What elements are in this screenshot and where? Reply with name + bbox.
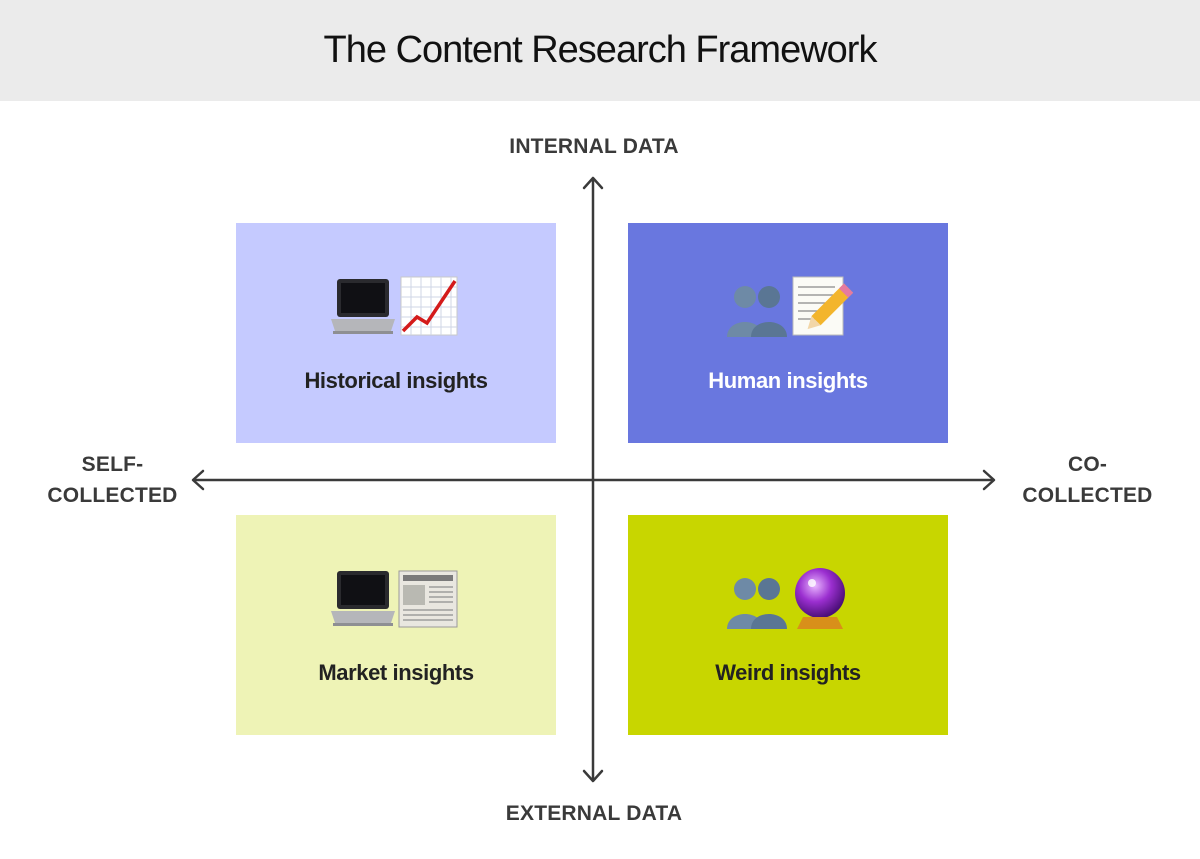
- quadrant-human-insights: Human insights: [628, 223, 948, 443]
- laptop-icon: [331, 571, 395, 626]
- axis-label-self-collected: SELF- COLLECTED: [47, 453, 178, 507]
- arrow-down-icon: [582, 769, 604, 783]
- header-bar: The Content Research Framework: [0, 0, 1200, 101]
- quadrant-icons: [331, 565, 461, 633]
- quadrant-market-insights: Market insights: [236, 515, 556, 735]
- chart-increasing-icon: [400, 276, 458, 336]
- axis-label-co-collected: CO- COLLECTED: [1022, 453, 1153, 507]
- quadrant-historical-insights: Historical insights: [236, 223, 556, 443]
- quadrant-weird-insights: Weird insights: [628, 515, 948, 735]
- page-title: The Content Research Framework: [323, 29, 878, 71]
- people-silhouette-icon: [727, 578, 787, 629]
- laptop-icon: [331, 279, 395, 334]
- arrow-up-icon: [582, 176, 604, 190]
- quadrant-icons: [723, 565, 853, 633]
- quadrant-label: Historical insights: [304, 368, 488, 393]
- arrow-left-icon: [191, 469, 205, 491]
- crystal-ball-icon: [795, 568, 845, 629]
- quadrant-icons: [723, 273, 854, 341]
- axis-label-external-data: EXTERNAL DATA: [505, 802, 683, 825]
- newspaper-icon: [398, 570, 458, 628]
- quadrant-icons: [331, 273, 461, 341]
- memo-pencil-icon: [792, 276, 854, 336]
- people-silhouette-icon: [727, 286, 787, 337]
- axis-label-internal-data: INTERNAL DATA: [509, 135, 679, 158]
- quadrant-label: Market insights: [318, 660, 474, 685]
- quadrant-label: Weird insights: [715, 660, 861, 685]
- arrow-right-icon: [982, 469, 996, 491]
- quadrant-label: Human insights: [708, 368, 868, 393]
